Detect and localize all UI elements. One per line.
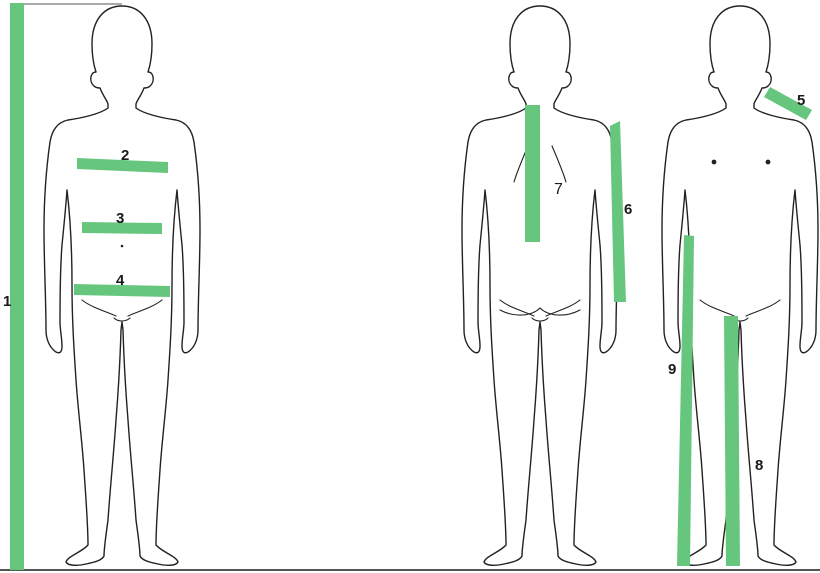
label-5: 5	[797, 92, 805, 109]
label-2: 2	[121, 147, 129, 164]
label-6: 6	[624, 201, 632, 218]
label-9: 9	[668, 361, 676, 378]
measurement-1-height-band	[10, 3, 24, 570]
label-1: 1	[3, 293, 11, 310]
measurement-7-back-length-band	[525, 105, 540, 242]
label-3: 3	[116, 210, 124, 227]
nipple-left-mark	[712, 160, 717, 165]
measurement-8-inseam-band	[724, 316, 740, 566]
label-7: 7	[554, 181, 563, 198]
back-figure	[462, 6, 618, 565]
label-4: 4	[116, 272, 125, 289]
navel-mark	[121, 245, 124, 248]
measurement-9-outseam-band	[677, 235, 694, 566]
label-8: 8	[755, 457, 763, 474]
nipple-right-mark	[766, 160, 771, 165]
